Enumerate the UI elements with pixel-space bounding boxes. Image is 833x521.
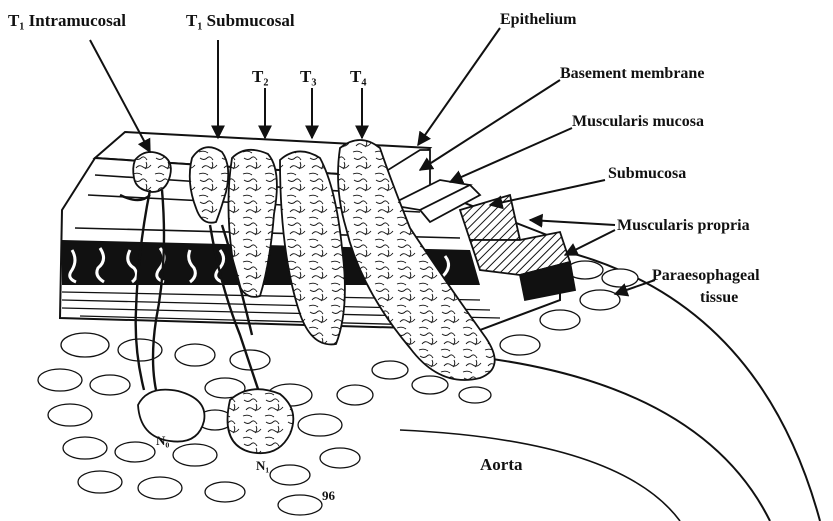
label-aorta: Aorta: [480, 455, 523, 474]
label-epithelium: Epithelium: [500, 11, 577, 28]
tumor-t1-intramucosal: [133, 152, 171, 192]
label-t4: T₄: [350, 67, 366, 86]
figure-mark: 96: [322, 488, 336, 503]
label-tissue: tissue: [700, 289, 738, 306]
lymph-node-n0: [138, 390, 204, 442]
label-paraesophageal: Paraesophageal: [652, 267, 760, 284]
lymph-node-n1: [228, 389, 294, 453]
label-muscularis-mucosa: Muscularis mucosa: [572, 113, 704, 130]
label-basement-membrane: Basement membrane: [560, 65, 704, 82]
label-t1-intramucosal: T₁ Intramucosal: [8, 11, 126, 30]
label-submucosa: Submucosa: [608, 165, 686, 182]
label-n0: N₀: [156, 433, 169, 448]
label-t1-submucosal: T₁ Submucosal: [186, 11, 295, 30]
label-t3: T₃: [300, 67, 316, 86]
label-n1: N₁: [256, 458, 269, 473]
label-muscularis-propria: Muscularis propria: [617, 217, 750, 234]
label-t2: T₂: [252, 67, 268, 86]
